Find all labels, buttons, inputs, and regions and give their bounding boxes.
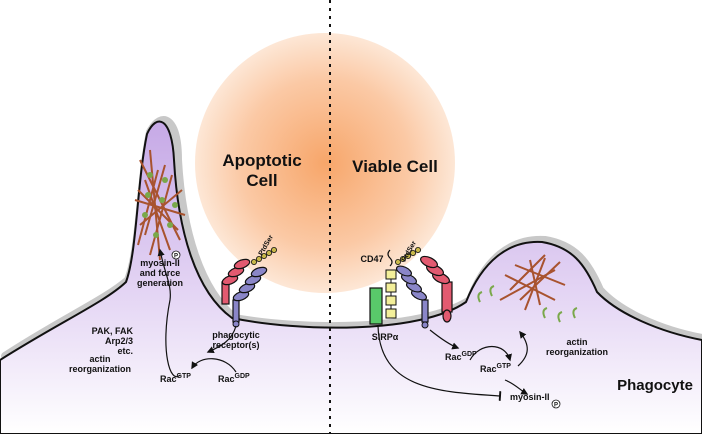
myosin-right-label: myosin-II [510,392,550,402]
ptdser-beads-left [250,246,277,265]
actin-nodes-left [142,172,178,238]
right-receptor-purple [395,265,429,329]
sirp-alpha-label: SIRPα [372,332,399,342]
actin-hooks-right [477,285,578,323]
rac-gtp-right-label: RacGTP [480,363,511,374]
right-receptor-pink [420,255,453,323]
phospho-badge-left [171,250,181,260]
phospho-badge-right-text: P [554,403,558,409]
cd47-protein [385,249,397,319]
myosin-force-label-3: generation [137,278,183,288]
myosin-force-label-2: and force [140,268,181,278]
ptdser-beads-right [394,246,421,265]
kinases-label-3: etc. [117,346,133,356]
actin-reorg-right-2: reorganization [546,347,608,357]
rac-gdp-right-label: RacGDP [445,351,477,362]
right-pathway-arrows [377,325,529,401]
cd47-label: CD47 [360,254,383,264]
left-receptor-purple [232,266,268,328]
kinases-label-2: Arp2/3 [105,336,133,346]
apoptotic-cell-label-2: Cell [246,171,277,190]
phospho-badge-left-text: P [174,254,178,260]
kinases-label-1: PAK, FAK [92,326,134,336]
actin-reorg-right-1: actin [566,337,587,347]
phagocytic-receptors-label-2: receptor(s) [212,340,259,350]
actin-reorg-left-2: reorganization [69,364,131,374]
actin-network-right [499,254,566,311]
myosin-force-label-1: myosin-II [140,258,180,268]
viable-cell-label: Viable Cell [352,157,438,176]
left-pathway-arrows [157,248,237,378]
sirp-alpha-receptor [369,287,383,325]
phospho-badge-right [551,399,561,409]
rac-gdp-left-label: RacGDP [218,373,250,384]
phagocyte-body [0,120,702,434]
rac-gtp-left-label: RacGTP [160,373,191,384]
phagocyte-label: Phagocyte [617,377,693,394]
phagocytic-receptors-label-1: phagocytic [212,330,260,340]
actin-reorg-left-1: actin [89,354,110,364]
apoptotic-cell-label-1: Apoptotic [222,151,301,170]
target-cell-sphere [195,33,455,293]
left-receptor-pink [221,258,251,305]
